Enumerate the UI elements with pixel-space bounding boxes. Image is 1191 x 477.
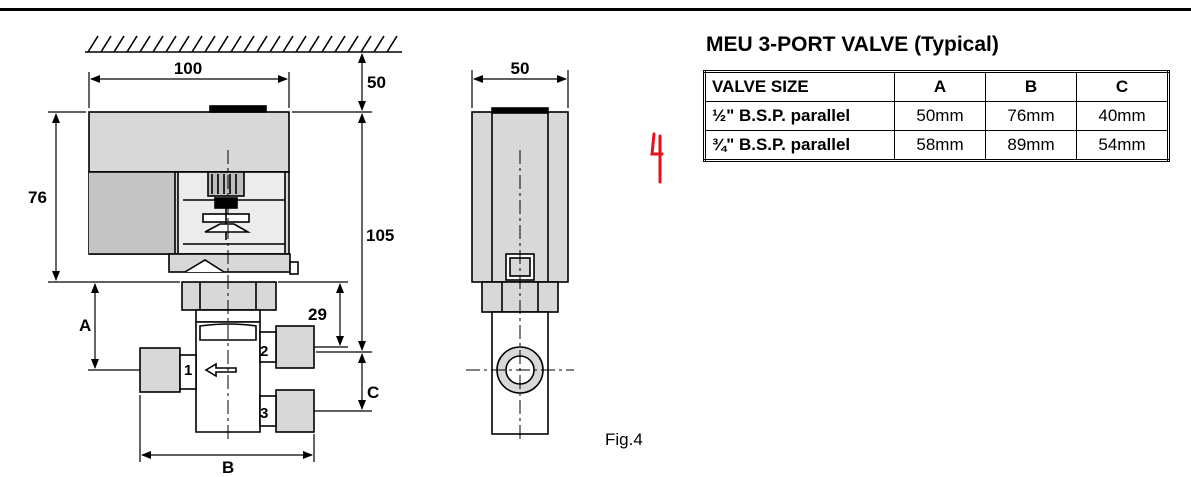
row-size: ½" B.S.P. parallel <box>704 101 895 131</box>
size-fraction: ¾ <box>712 135 727 154</box>
figure-label: Fig.4 <box>605 430 643 449</box>
port-label-3: 3 <box>260 405 268 422</box>
red-annotation-mark <box>650 132 664 184</box>
dim-a: A <box>79 316 91 335</box>
port-label-2: 2 <box>260 343 268 360</box>
dim-total-height: 105 <box>366 226 394 245</box>
cell-a: 50mm <box>894 101 986 131</box>
size-fraction: ½ <box>712 106 727 125</box>
row-size: ¾" B.S.P. parallel <box>704 130 895 161</box>
cell-a: 58mm <box>894 130 986 161</box>
cell-c: 40mm <box>1076 101 1169 131</box>
dim-29: 29 <box>308 305 327 324</box>
port-label-1: 1 <box>184 362 192 379</box>
side-view-centerlines <box>466 150 574 440</box>
top-rule <box>0 8 1191 11</box>
dim-width-side: 50 <box>511 59 530 78</box>
ceiling-hatch <box>85 35 402 53</box>
header-c: C <box>1076 71 1169 102</box>
front-view-valve <box>88 105 315 433</box>
dim-width-front: 100 <box>174 59 202 78</box>
size-text: " B.S.P. parallel <box>726 106 851 125</box>
table-row: ½" B.S.P. parallel 50mm 76mm 40mm <box>704 101 1169 131</box>
dim-actuator-height: 76 <box>28 188 47 207</box>
dim-b: B <box>222 458 234 477</box>
front-dimension-lines <box>48 53 372 462</box>
dim-clearance-top: 50 <box>367 73 386 92</box>
size-text: " B.S.P. parallel <box>726 135 851 154</box>
table-header-row: VALVE SIZE A B C <box>704 71 1169 102</box>
cell-b: 89mm <box>985 130 1077 161</box>
side-dimension-lines <box>471 70 569 108</box>
cell-b: 76mm <box>985 101 1077 131</box>
table-row: ¾" B.S.P. parallel 58mm 89mm 54mm <box>704 130 1169 161</box>
header-valve-size: VALVE SIZE <box>704 71 895 102</box>
dim-c: C <box>367 383 379 402</box>
cell-c: 54mm <box>1076 130 1169 161</box>
spec-table: VALVE SIZE A B C ½" B.S.P. parallel 50mm… <box>703 70 1170 162</box>
table-title: MEU 3-PORT VALVE (Typical) <box>706 33 999 56</box>
header-a: A <box>894 71 986 102</box>
header-b: B <box>985 71 1077 102</box>
